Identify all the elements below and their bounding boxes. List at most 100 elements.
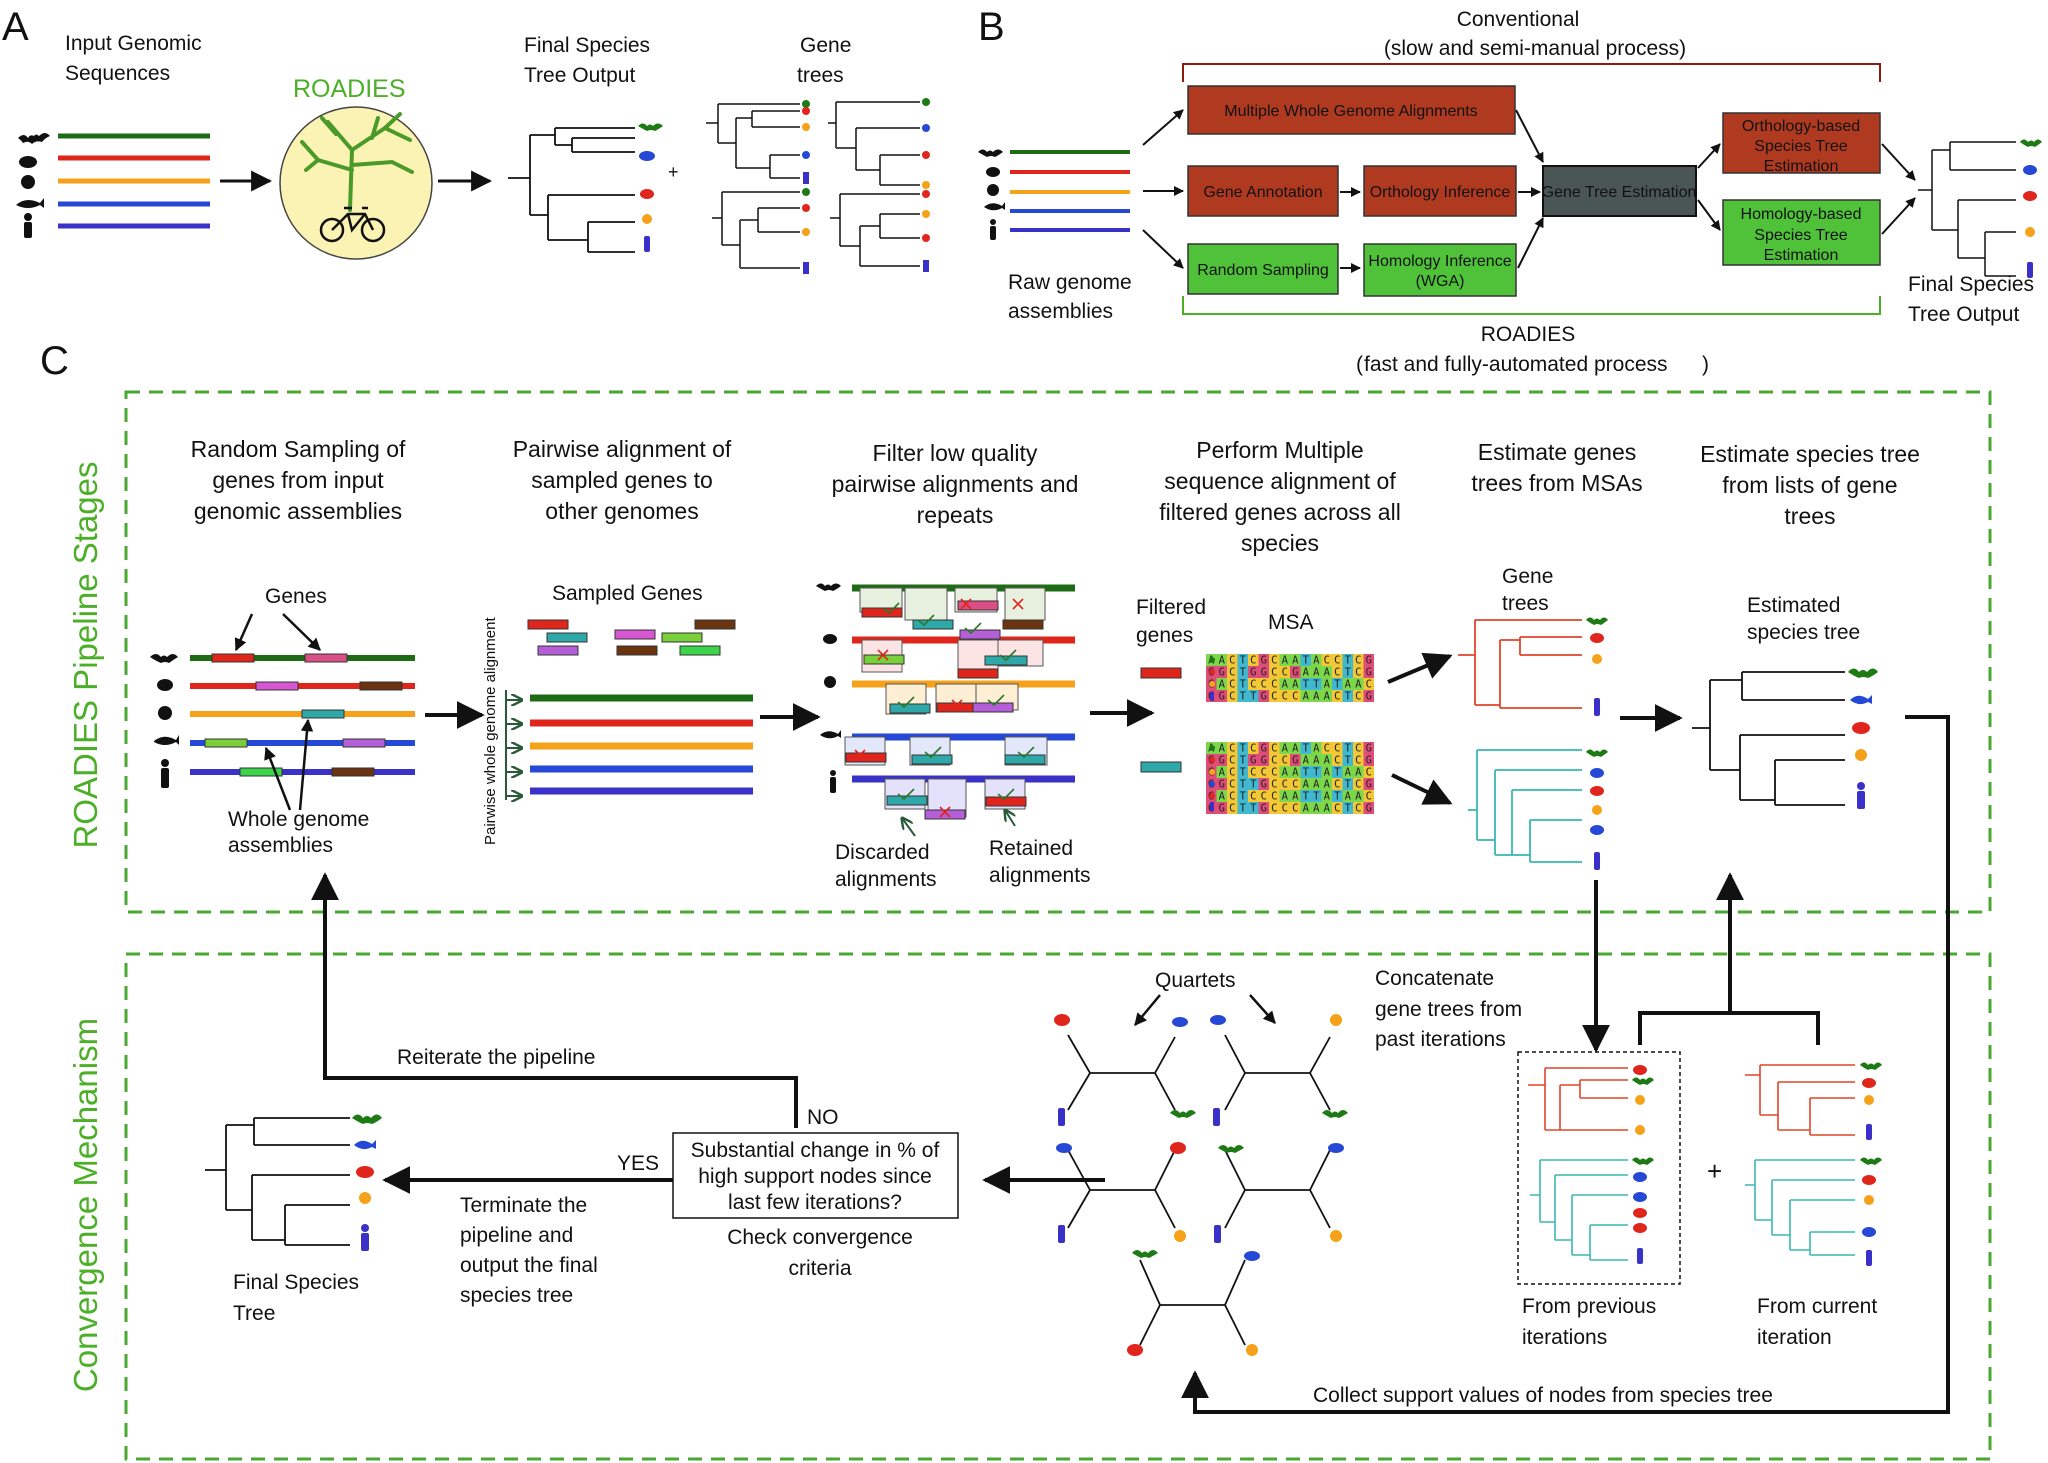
msa-base: G [1261,755,1267,767]
msa-cell [1290,742,1301,754]
msa-base: G [1219,691,1225,703]
msa-base: C [1229,779,1235,791]
msa-base: A [1282,679,1289,691]
box-homology-species-tree: Homology-based Species Tree Estimation [1722,199,1881,266]
msa-cell [1237,778,1248,790]
prev-tree-red-icons [1632,1065,1654,1135]
filtered-genes-label-line1: Filtered [1136,596,1206,619]
msa-base: G [1261,667,1267,679]
svg-text:Homology Inference: Homology Inference [1368,253,1511,270]
msa-base: T [1345,667,1352,679]
msa-cell [1237,802,1248,814]
msa-base: C [1229,803,1235,815]
final-species-tree-c [205,1117,350,1246]
msa-base: C [1292,691,1298,703]
svg-text:Gene Tree Estimation: Gene Tree Estimation [1542,184,1697,201]
pipeline-stages-frame [124,390,1992,914]
msa-base: C [1282,667,1288,679]
msa-cell [1321,678,1332,690]
msa-cell [1248,754,1259,766]
msa-base: A [1324,791,1331,803]
msa-base: C [1271,779,1277,791]
msa-cell [1237,766,1248,778]
msa-cell [1227,678,1238,690]
msa-base: T [1250,803,1257,815]
msa-cell [1300,802,1311,814]
msa-base: C [1229,743,1235,755]
conventional-bracket [1182,63,1881,82]
quartets-arrow-left [1134,994,1161,1026]
no-label: NO [807,1106,839,1129]
msa-cell [1248,766,1259,778]
svg-text:sequence alignment of: sequence alignment of [1164,468,1396,494]
human-head-icon [24,213,32,221]
msa-base: C [1334,655,1340,667]
msa-cell [1321,778,1332,790]
msa-base: C [1261,791,1267,803]
msa-cell [1269,678,1280,690]
final-tree-b-icons [2020,139,2042,278]
svg-text:trees from MSAs: trees from MSAs [1471,470,1642,496]
msa-base: T [1250,691,1257,703]
msa-base: G [1366,691,1372,703]
msa-cell [1300,654,1311,666]
svg-text:Homology-based: Homology-based [1741,206,1862,223]
concatenate-label: Concatenate gene trees from past iterati… [1375,967,1522,1051]
msa-base: C [1271,655,1277,667]
msa-block-top: AACTCGCAATACCTCGGGCTGGCCGAAACTCGGACTCCCA… [1206,654,1374,703]
msa-cell [1248,654,1259,666]
msa-base: G [1261,803,1267,815]
msa-cell [1216,654,1227,666]
msa-base: C [1250,679,1256,691]
msa-base: C [1366,767,1372,779]
svg-text:genes from input: genes from input [212,467,384,493]
svg-text:Estimation: Estimation [1764,158,1839,175]
stage-header-4: Perform Multiple sequence alignment of f… [1159,437,1401,556]
msa-base: C [1282,755,1288,767]
final-species-tree-a [508,127,635,253]
msa-base: C [1282,779,1288,791]
final-species-c-label: Final Species Tree [233,1271,359,1325]
msa-cell [1237,654,1248,666]
msa-row: GGCTTGCCCAAACTCG [1206,802,1374,815]
msa-base: T [1345,779,1352,791]
input-sequence-lines [58,133,210,229]
msa-base: C [1250,743,1256,755]
svg-text:(WGA): (WGA) [1416,273,1465,290]
msa-base: A [1219,743,1226,755]
roadies-bracket [1182,296,1881,315]
msa-base: C [1271,743,1277,755]
msa-base: A [1292,767,1299,779]
msa-cell [1258,690,1269,702]
msa-base: G [1366,743,1372,755]
msa-base: C [1271,667,1277,679]
msa-cell [1258,666,1269,678]
msa-base: T [1313,767,1320,779]
msa-base: C [1324,655,1330,667]
msa-base: T [1334,791,1341,803]
msa-base: T [1240,803,1247,815]
svg-text:output the final: output the final [460,1254,598,1277]
msa-cell [1269,802,1280,814]
svg-text:Estimate genes: Estimate genes [1478,439,1637,465]
msa-base: C [1261,679,1267,691]
msa-cell [1363,690,1374,702]
msa-cell [1269,742,1280,754]
svg-text:Final Species: Final Species [233,1271,359,1294]
msa-cell [1353,690,1364,702]
msa-cell [1279,666,1290,678]
svg-text:from lists of gene: from lists of gene [1722,472,1897,498]
svg-text:Perform Multiple: Perform Multiple [1196,437,1363,463]
msa-cell [1363,666,1374,678]
mouse-icon [640,189,654,199]
msa-cell [1216,666,1227,678]
msa-base: C [1282,691,1288,703]
msa-cell [1311,790,1322,802]
box-orthology-inference: Orthology Inference [1363,165,1517,217]
msa-cell [1216,766,1227,778]
msa-cell [1300,690,1311,702]
msa-cell [1332,754,1343,766]
msa-cell [1290,766,1301,778]
msa-base: C [1355,755,1361,767]
msa-base: T [1345,655,1352,667]
